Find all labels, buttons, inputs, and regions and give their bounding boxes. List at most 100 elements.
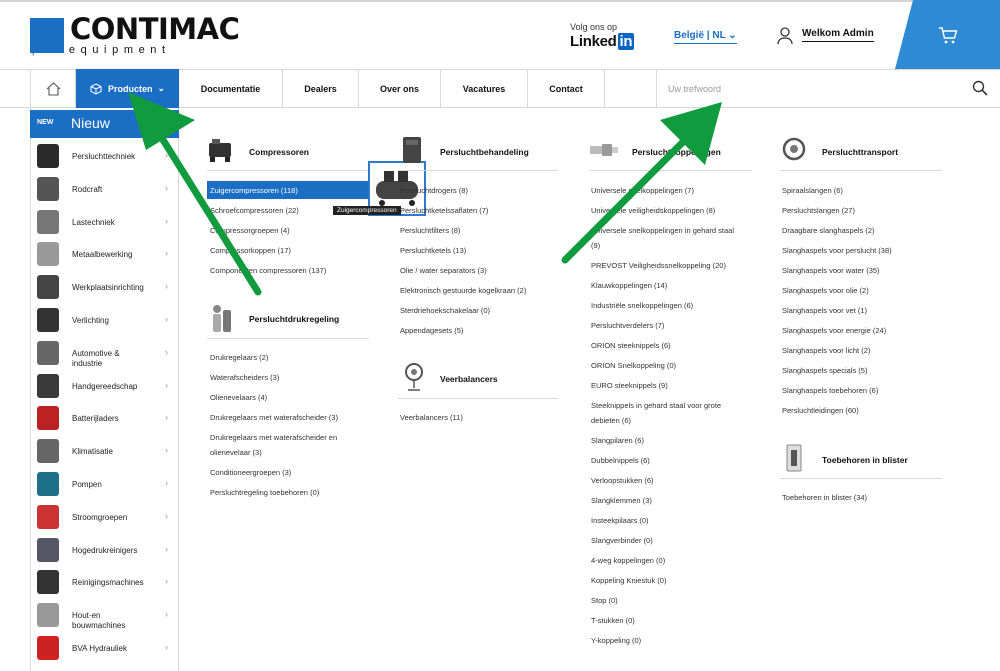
menu-item-zuigercompressoren[interactable]: Zuigercompressoren (118) — [210, 186, 298, 195]
chevron-right-icon: › — [165, 576, 168, 587]
menu-item[interactable]: Veerbalancers (11) — [400, 413, 463, 422]
menu-item[interactable]: Persluchtleidingen (60) — [782, 406, 859, 415]
search-input[interactable]: Uw trefwoord — [668, 84, 722, 94]
sidebar-item[interactable]: Pompen› — [31, 468, 178, 501]
menu-item[interactable]: Universele veiligheidskoppelingen (8) — [591, 206, 716, 215]
category-title-blister[interactable]: Toebehoren in blister — [822, 455, 908, 465]
menu-item[interactable]: Drukregelaars met waterafscheider en oli… — [210, 433, 338, 457]
nav-products[interactable]: Producten ⌄ — [76, 69, 179, 108]
nav-over-ons[interactable]: Over ons — [359, 69, 441, 108]
divider — [780, 478, 942, 479]
menu-item[interactable]: Slanghaspels specials (5) — [782, 366, 868, 375]
menu-item[interactable]: Slangpilaren (6) — [591, 436, 644, 445]
menu-item[interactable]: EURO steeknippels (9) — [591, 381, 668, 390]
sidebar-item[interactable]: Stroomgroepen› — [31, 501, 178, 534]
menu-item[interactable]: Persluchtdrogers (8) — [400, 186, 468, 195]
nav-documentatie[interactable]: Documentatie — [179, 69, 283, 108]
menu-item[interactable]: Verloopstukken (6) — [591, 476, 654, 485]
menu-item[interactable]: Slanghaspels voor vet (1) — [782, 306, 868, 315]
menu-item[interactable]: Universele snelkoppelingen (7) — [591, 186, 694, 195]
logo-mark[interactable] — [30, 18, 64, 53]
category-title-behandeling[interactable]: Persluchtbehandeling — [440, 147, 529, 157]
cart-icon[interactable] — [938, 25, 958, 45]
menu-item[interactable]: Koppeling Kniestuk (0) — [591, 576, 667, 585]
nav-dealers[interactable]: Dealers — [283, 69, 359, 108]
menu-item[interactable]: Slanghaspels toebehoren (6) — [782, 386, 879, 395]
sidebar-item[interactable]: Hout-en bouwmachines› — [31, 599, 178, 632]
menu-item[interactable]: Appendagesets (5) — [400, 326, 464, 335]
menu-item[interactable]: ORION steeknippels (6) — [591, 341, 671, 350]
account-link[interactable]: Welkom Admin — [802, 28, 874, 42]
menu-item[interactable]: Industriële snelkoppelingen (6) — [591, 301, 694, 310]
menu-item[interactable]: 4-weg koppelingen (0) — [591, 556, 666, 565]
menu-item[interactable]: Stop (0) — [591, 596, 618, 605]
menu-item[interactable]: Slanghaspels voor olie (2) — [782, 286, 869, 295]
sidebar-item[interactable]: Persluchttechniek› — [31, 140, 178, 173]
menu-item[interactable]: Persluchtketels (13) — [400, 246, 467, 255]
menu-item[interactable]: Compressorgroepen (4) — [210, 226, 290, 235]
menu-item[interactable]: Persluchtketelssaflaten (7) — [400, 206, 489, 215]
category-title-transport[interactable]: Persluchttransport — [822, 147, 899, 157]
menu-item[interactable]: Persluchtslangen (27) — [782, 206, 855, 215]
home-button[interactable] — [30, 69, 76, 108]
menu-item[interactable]: T-stukken (0) — [591, 616, 635, 625]
menu-item[interactable]: Drukregelaars (2) — [210, 353, 269, 362]
sidebar-item[interactable]: Rodcraft› — [31, 173, 178, 206]
menu-item[interactable]: Slanghaspels voor licht (2) — [782, 346, 871, 355]
category-title-compressoren[interactable]: Compressoren — [249, 147, 309, 157]
sidebar-item[interactable]: BVA Hydrauliek› — [31, 632, 178, 665]
sidebar-item[interactable]: Verlichting› — [31, 304, 178, 337]
menu-item[interactable]: Olienevelaars (4) — [210, 393, 268, 402]
sidebar-item[interactable]: Handgereedschap› — [31, 370, 178, 403]
sidebar-item[interactable]: Werkplaatsinrichting› — [31, 271, 178, 304]
menu-item[interactable]: Y-koppeling (0) — [591, 636, 642, 645]
menu-item[interactable]: Slangklemmen (3) — [591, 496, 652, 505]
menu-item[interactable]: Componenten compressoren (137) — [210, 266, 327, 275]
language-selector[interactable]: België | NL ⌄ — [674, 30, 737, 44]
menu-item[interactable]: Persluchtfilters (8) — [400, 226, 461, 235]
menu-item[interactable]: Slanghaspels voor water (35) — [782, 266, 880, 275]
menu-item[interactable]: Slangverbinder (0) — [591, 536, 653, 545]
menu-item[interactable]: Persluchtverdelers (7) — [591, 321, 665, 330]
category-title-veerbalancers[interactable]: Veerbalancers — [440, 374, 498, 384]
menu-item[interactable]: Olie / water separators (3) — [400, 266, 487, 275]
menu-item[interactable]: PREVOST Veiligheidssnelkoppeling (20) — [591, 261, 726, 270]
menu-item[interactable]: Waterafscheiders (3) — [210, 373, 280, 382]
menu-item[interactable]: Universele snelkoppelingen in gehard sta… — [591, 226, 735, 250]
cart-button[interactable] — [895, 0, 1000, 69]
menu-item[interactable]: Sterdriehoekschakelaar (0) — [400, 306, 491, 315]
nav-vacatures[interactable]: Vacatures — [441, 69, 528, 108]
menu-item[interactable]: Drukregelaars met waterafscheider (3) — [210, 413, 338, 422]
search-icon[interactable] — [972, 80, 988, 96]
menu-item[interactable]: Slanghaspels voor perslucht (38) — [782, 246, 892, 255]
menu-item[interactable]: Schroefcompressoren (22) — [210, 206, 299, 215]
pump-icon — [37, 472, 59, 496]
menu-item[interactable]: Steeknippels in gehard staal voor grote … — [591, 401, 722, 425]
sidebar-item[interactable]: Klimatisatie› — [31, 435, 178, 468]
menu-item[interactable]: ORION Snelkoppeling (0) — [591, 361, 677, 370]
sidebar-item[interactable]: Lastechniek› — [31, 206, 178, 239]
menu-item[interactable]: Conditioneergroepen (3) — [210, 468, 292, 477]
user-icon[interactable] — [777, 27, 793, 45]
nav-contact[interactable]: Contact — [528, 69, 605, 108]
menu-item[interactable]: Klauwkoppelingen (14) — [591, 281, 668, 290]
sidebar-item[interactable]: Automotive & industrie› — [31, 337, 178, 370]
logo-wordmark[interactable]: CONTIMAC — [70, 12, 240, 46]
sidebar-item[interactable]: Metaalbewerking› — [31, 238, 178, 271]
menu-item[interactable]: Slanghaspels voor energie (24) — [782, 326, 887, 335]
divider — [207, 338, 369, 339]
menu-item[interactable]: Insteekpilaars (0) — [591, 516, 649, 525]
sidebar-item[interactable]: Batterijladers› — [31, 402, 178, 435]
category-title-drukregeling[interactable]: Persluchtdrukregeling — [249, 314, 340, 324]
category-title-koppelingen[interactable]: Persluchtkoppelingen — [632, 147, 721, 157]
menu-item[interactable]: Toebehoren in blister (34) — [782, 493, 868, 502]
menu-item[interactable]: Dubbelnippels (6) — [591, 456, 650, 465]
menu-item[interactable]: Draagbare slanghaspels (2) — [782, 226, 875, 235]
sidebar-item[interactable]: Reinigingsmachines› — [31, 566, 178, 599]
menu-item[interactable]: Elektronisch gestuurde kogelkraan (2) — [400, 286, 527, 295]
menu-item[interactable]: Compressorkoppen (17) — [210, 246, 291, 255]
menu-item[interactable]: Spiraalslangen (6) — [782, 186, 843, 195]
menu-item[interactable]: Persluchtregeling toebehoren (0) — [210, 488, 320, 497]
sidebar-item[interactable]: Hogedrukreinigers› — [31, 534, 178, 567]
